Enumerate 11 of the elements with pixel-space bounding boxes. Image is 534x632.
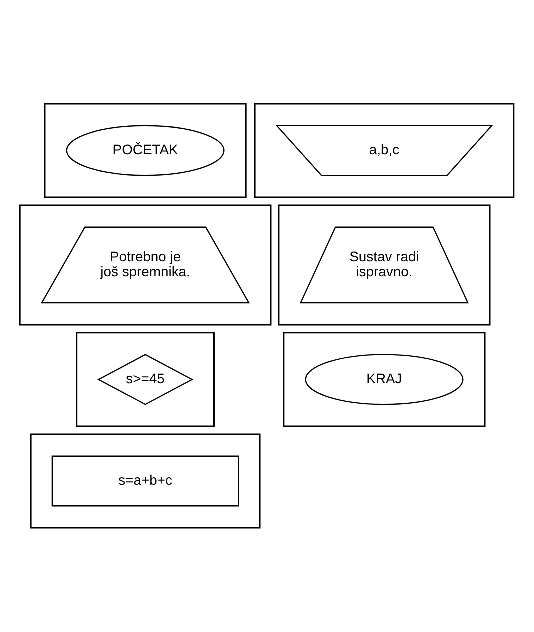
cluster [44, 103, 247, 198]
cluster [30, 434, 261, 529]
cluster [254, 103, 515, 198]
cluster [278, 204, 491, 326]
node-box: s=a+b+c [52, 456, 240, 507]
node-diamond: s>=45 [97, 354, 194, 406]
cluster [283, 332, 486, 428]
cluster [76, 332, 215, 428]
node-ellipse: KRAJ [305, 354, 464, 406]
node-ellipse: POČETAK [66, 125, 225, 176]
cluster [19, 204, 272, 326]
